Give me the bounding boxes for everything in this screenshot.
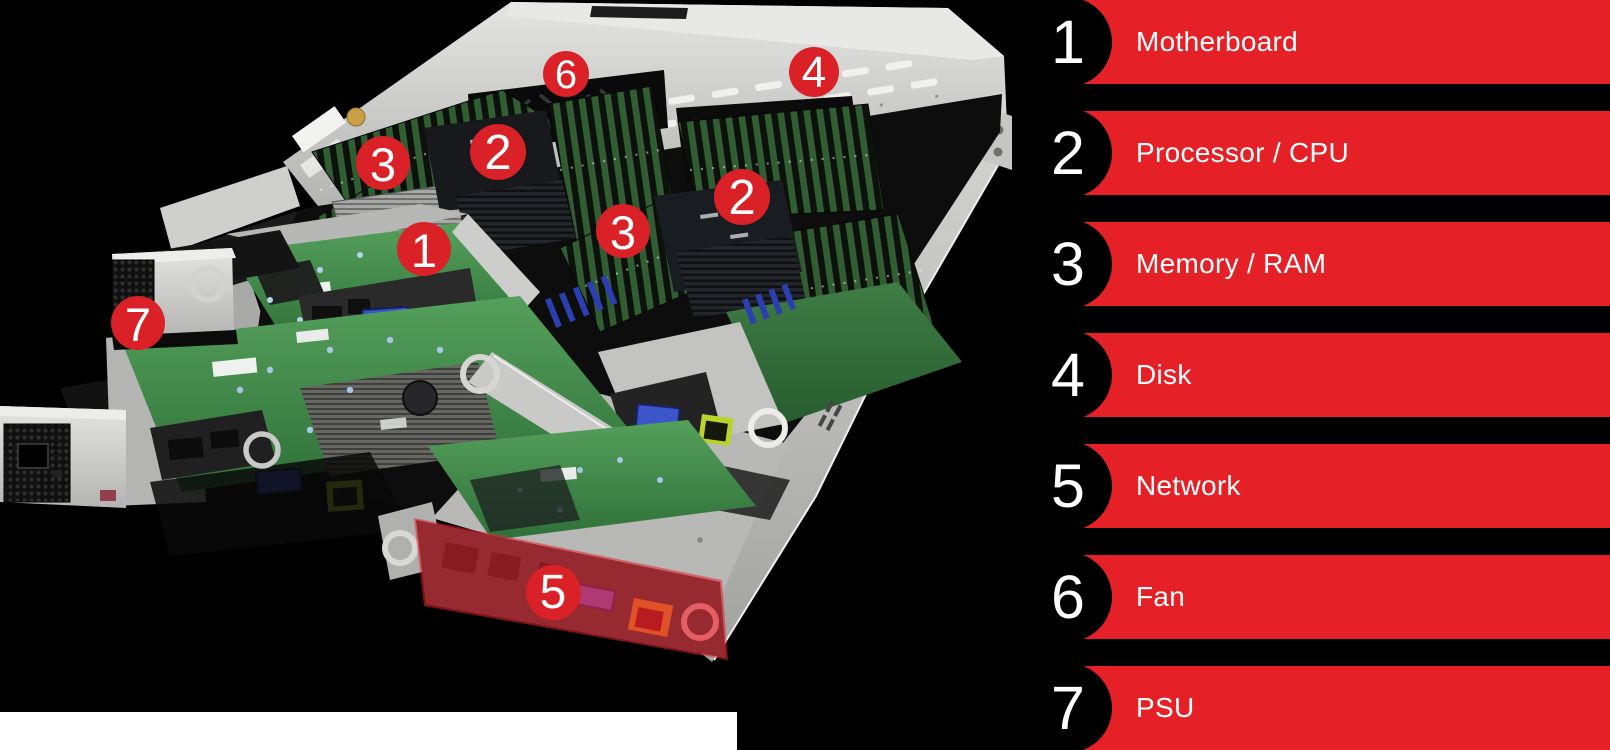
legend-item-memory: 3 Memory / RAM	[1022, 219, 1610, 309]
pull-ring-handle	[382, 530, 418, 566]
legend-item-psu: 7 PSU	[1022, 663, 1610, 750]
legend-number-circle: 7	[1022, 663, 1112, 750]
legend-bar	[1069, 555, 1610, 639]
legend-number: 7	[1051, 673, 1085, 742]
legend-number: 2	[1051, 118, 1085, 187]
legend-label: Network	[1136, 470, 1241, 501]
legend-number: 3	[1051, 229, 1085, 298]
legend-number-circle: 1	[1022, 0, 1112, 87]
legend-bar	[1069, 666, 1610, 750]
legend-bar	[1069, 0, 1610, 84]
chassis-label-sticker	[292, 106, 347, 153]
legend-label: Fan	[1136, 581, 1186, 612]
legend-number-circle: 6	[1022, 552, 1112, 642]
legend-bar	[1069, 333, 1610, 417]
legend-label: Disk	[1136, 359, 1192, 390]
gold-seal-sticker	[346, 107, 366, 127]
legend-number: 6	[1051, 562, 1085, 631]
pull-ring-handle	[189, 265, 227, 303]
legend-label: PSU	[1136, 692, 1195, 723]
legend-label: Processor / CPU	[1136, 137, 1349, 168]
pull-ring-handle	[243, 431, 281, 469]
legend-label: Motherboard	[1136, 26, 1299, 57]
legend-bar	[1069, 222, 1610, 306]
white-strip	[0, 712, 737, 750]
legend-number: 5	[1051, 451, 1085, 520]
power-inlet	[17, 443, 49, 469]
legend-number-circle: 5	[1022, 441, 1112, 531]
legend-number: 4	[1051, 340, 1085, 409]
legend-bar	[1069, 444, 1610, 528]
pull-ring-handle	[748, 408, 788, 448]
legend-number-circle: 3	[1022, 219, 1112, 309]
legend-item-network: 5 Network	[1022, 441, 1610, 531]
psu-bottom	[0, 406, 281, 508]
legend-item-processor: 2 Processor / CPU	[1022, 108, 1610, 198]
legend-number-circle: 2	[1022, 108, 1112, 198]
server-chassis	[0, 2, 1012, 662]
pull-ring-handle	[460, 354, 500, 394]
legend-item-motherboard: 1 Motherboard	[1022, 0, 1610, 87]
legend-number-circle: 4	[1022, 330, 1112, 420]
ethernet-port	[698, 414, 734, 447]
legend-item-fan: 6 Fan	[1022, 552, 1610, 642]
legend-bar	[1069, 111, 1610, 195]
motherboard-tray-bottom	[378, 420, 756, 660]
legend-item-disk: 4 Disk	[1022, 330, 1610, 420]
psu-top	[111, 230, 300, 350]
legend-label: Memory / RAM	[1136, 248, 1327, 279]
legend-number: 1	[1051, 7, 1085, 76]
